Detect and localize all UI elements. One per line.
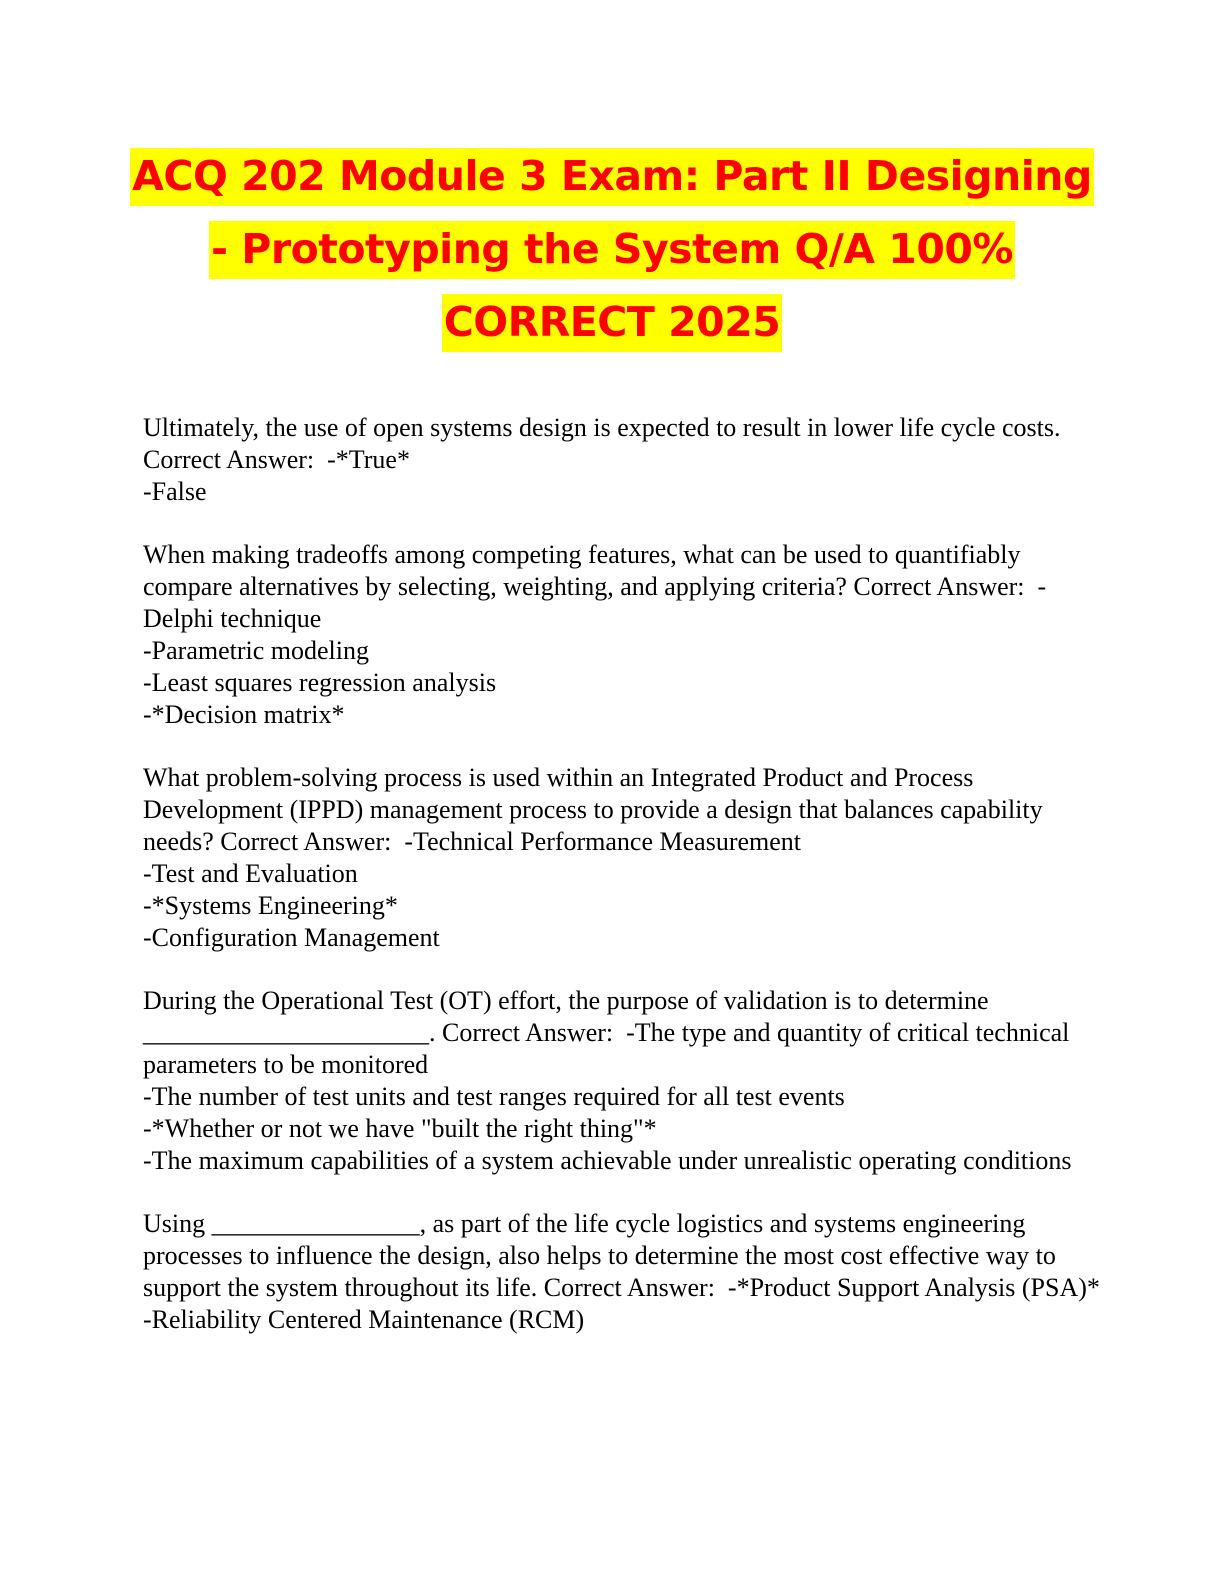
question-text: Ultimately, the use of open systems desi… — [143, 413, 1067, 474]
answer-option: -Configuration Management — [143, 923, 440, 952]
document-title: ACQ 202 Module 3 Exam: Part II Designing… — [0, 140, 1224, 359]
title-line-2: - Prototyping the System Q/A 100% — [0, 213, 1224, 286]
question-text: When making tradeoffs among competing fe… — [143, 540, 1047, 633]
title-line-3: CORRECT 2025 — [0, 286, 1224, 359]
answer-option: -Least squares regression analysis — [143, 668, 497, 697]
question-block-5: Using ________________, as part of the l… — [143, 1208, 1103, 1336]
title-line-3-text: CORRECT 2025 — [441, 294, 783, 352]
answer-option: -*Decision matrix* — [143, 700, 345, 729]
question-block-3: What problem-solving process is used wit… — [143, 762, 1103, 954]
title-line-2-text: - Prototyping the System Q/A 100% — [209, 221, 1015, 279]
qa-content: Ultimately, the use of open systems desi… — [143, 412, 1103, 1367]
question-block-1: Ultimately, the use of open systems desi… — [143, 412, 1103, 508]
title-line-1-text: ACQ 202 Module 3 Exam: Part II Designing — [130, 148, 1094, 206]
question-text: During the Operational Test (OT) effort,… — [143, 986, 1076, 1079]
answer-option: -Test and Evaluation — [143, 859, 358, 888]
question-block-4: During the Operational Test (OT) effort,… — [143, 985, 1103, 1177]
question-block-2: When making tradeoffs among competing fe… — [143, 539, 1103, 731]
question-text: What problem-solving process is used wit… — [143, 763, 1050, 856]
answer-option: -*Systems Engineering* — [143, 891, 398, 920]
answer-option: -Reliability Centered Maintenance (RCM) — [143, 1305, 585, 1334]
title-line-1: ACQ 202 Module 3 Exam: Part II Designing — [0, 140, 1224, 213]
answer-option: -The number of test units and test range… — [143, 1082, 845, 1111]
answer-option: -The maximum capabilities of a system ac… — [143, 1146, 1072, 1175]
answer-option: -*Whether or not we have "built the righ… — [143, 1114, 657, 1143]
answer-option: -Parametric modeling — [143, 636, 369, 665]
answer-option: -False — [143, 477, 207, 506]
question-text: Using ________________, as part of the l… — [143, 1209, 1100, 1302]
